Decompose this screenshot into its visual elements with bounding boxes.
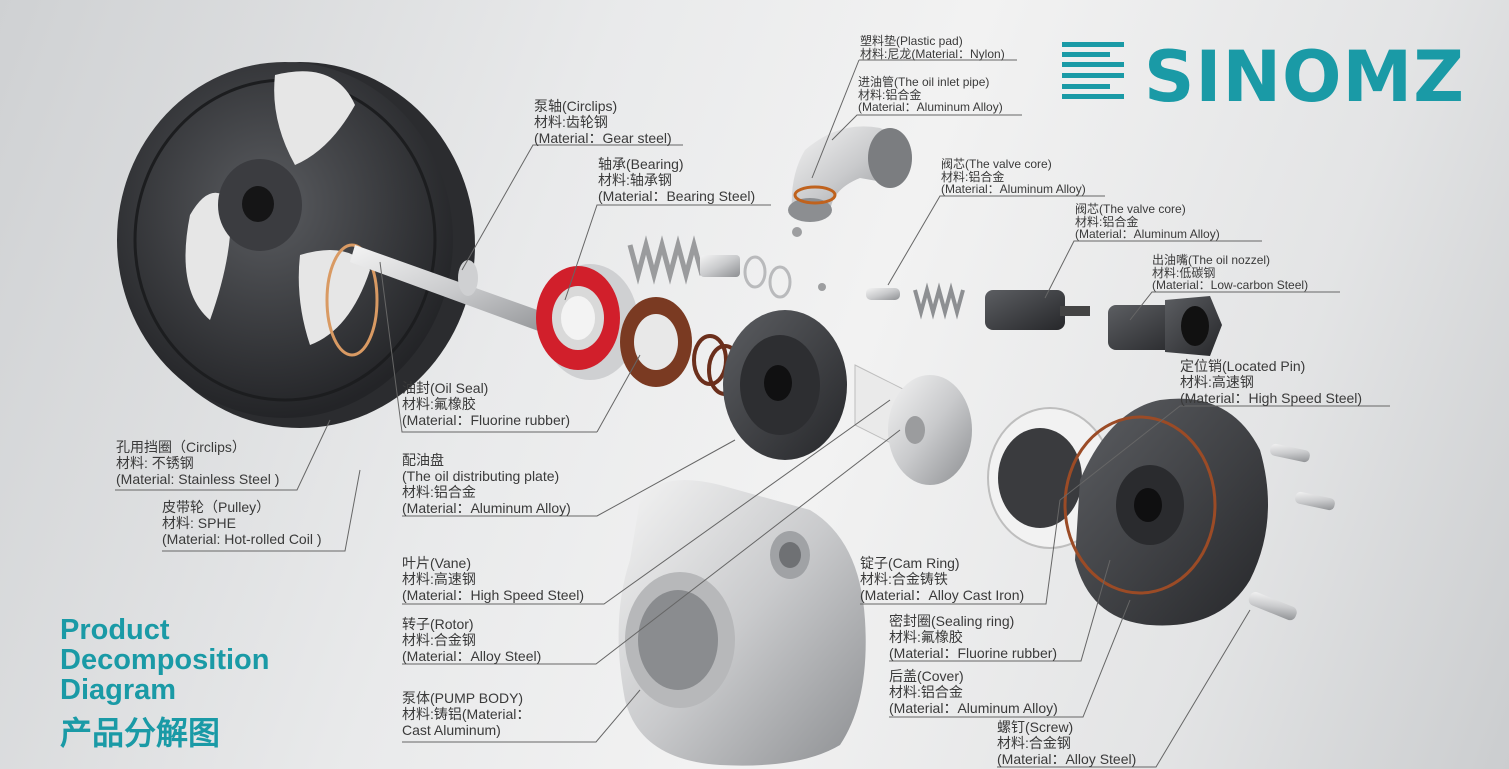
sinomz-logo: SINOMZ [1062,36,1492,118]
label-plastic-pad: 塑料垫(Plastic pad)材料:尼龙(Material：Nylon) [860,34,1005,61]
oil-nozzel-part [1108,296,1222,356]
label-distributing-plate: 配油盘(The oil distributing plate)材料:铝合金(Ma… [402,452,571,516]
distributing-plate-part [723,310,847,460]
cover-part [1063,398,1268,626]
screw-part [1248,592,1297,621]
pump-body-part [618,480,866,766]
label-oil-seal: 油封(Oil Seal)材料:氟橡胶(Material：Fluorine rub… [402,380,571,428]
diagram-title: Product Decomposition Diagram 产品分解图 [60,614,270,751]
located-pin-part [1270,443,1335,511]
rotor-part [888,375,972,485]
label-cover: 后盖(Cover)材料:铝合金(Material：Aluminum Alloy) [889,668,1058,716]
spring-part [627,235,740,285]
label-screw: 螺钉(Screw)材料:合金钢(Material：Alloy Steel) [997,719,1137,767]
label-circlips: 孔用挡圈（Circlips）材料: 不锈钢(Material: Stainles… [116,439,280,487]
label-bearing: 轴承(Bearing)材料:轴承钢(Material：Bearing Steel… [598,156,756,204]
label-rotor: 转子(Rotor)材料:合金钢(Material：Alloy Steel) [402,616,542,664]
label-valve-core-1: 阀芯(The valve core)材料:铝合金(Material：Alumin… [941,157,1086,196]
label-oil-inlet-pipe: 进油管(The oil inlet pipe)材料:铝合金(Material：A… [858,75,1003,114]
label-cam-ring: 锭子(Cam Ring)材料:合金铸铁(Material：Alloy Cast … [860,555,1025,603]
label-pump-body: 泵体(PUMP BODY)材料:铸铝(Material：Cast Aluminu… [402,690,531,738]
label-sealing-ring: 密封圈(Sealing ring)材料:氟橡胶(Material：Fluorin… [889,613,1058,661]
valve-core-part [866,282,965,320]
washer [768,265,792,299]
label-located-pin: 定位销(Located Pin)材料:高速钢(Material：High Spe… [1180,358,1363,406]
bearing-part [536,264,638,380]
leader-lines [115,59,1390,768]
label-pulley: 皮带轮（Pulley）材料: SPHE(Material: Hot-rolled… [162,499,322,547]
logo-text: SINOMZ [1144,36,1465,118]
steel-ball [792,227,802,237]
label-oil-nozzel: 出油嘴(The oil nozzel)材料:低碳钢(Material：Low-c… [1152,253,1309,292]
washer [743,255,767,289]
logo-mark-icon [1062,42,1124,104]
oil-inlet-pipe-part [788,126,912,222]
oil-seal-part [620,297,692,387]
steel-ball [818,283,826,291]
label-vane: 叶片(Vane)材料:高速钢(Material：High Speed Steel… [402,555,585,603]
valve-core-dark-part [985,290,1090,330]
label-pump-shaft: 泵轴(Circlips)材料:齿轮钢(Material：Gear steel) [534,98,672,146]
label-valve-core-2: 阀芯(The valve core)材料:铝合金(Material：Alumin… [1075,202,1220,241]
pulley-part [117,62,475,428]
